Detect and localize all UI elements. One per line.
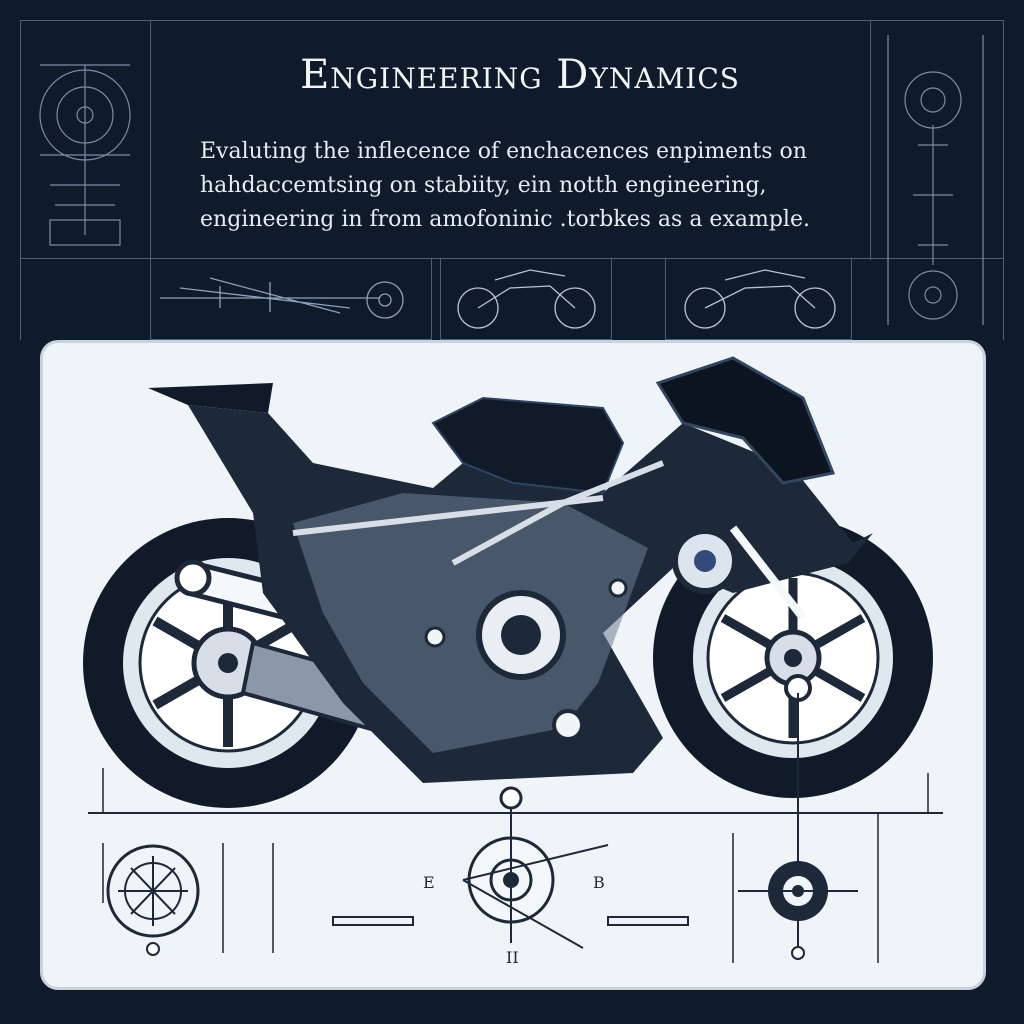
thumb-bike-2 xyxy=(665,258,852,340)
schematic-mark-right: B xyxy=(593,873,605,892)
right-sketch-panel xyxy=(887,35,984,325)
schematic-mark-left: E xyxy=(423,873,435,892)
motorcycle-diagram: E B II xyxy=(83,356,943,967)
intro-text: Evaluting the inflecence of enchacences … xyxy=(200,135,840,237)
frame-left-line xyxy=(20,20,21,340)
intro-line-1: Evaluting the inflecence of enchacences … xyxy=(200,139,807,164)
rear-wheel xyxy=(83,518,373,808)
intro-line-3: engineering in from amofoninic .torbkes … xyxy=(200,207,810,232)
schematic-right xyxy=(732,693,879,963)
frame-right-line xyxy=(1003,20,1004,340)
thumb-frame-side xyxy=(150,258,432,340)
page-title: Engineering Dynamics xyxy=(300,52,740,98)
thumb-bike-1 xyxy=(440,258,612,340)
motorcycle-diagram-panel: E B II xyxy=(40,340,986,990)
schematic-left xyxy=(102,843,274,956)
left-sketch-panel xyxy=(39,64,131,246)
schematic-mark-bottom: II xyxy=(506,948,519,967)
thumb-bike-1-sketch xyxy=(457,269,596,329)
thumb-frame-side-sketch xyxy=(160,277,404,319)
thumb-bike-2-sketch xyxy=(684,269,836,329)
ground-line xyxy=(88,768,943,814)
intro-line-2: hahdaccemtsing on stabiity, ein notth en… xyxy=(200,173,767,198)
schematic-center: E B II xyxy=(332,786,689,967)
frame-title-left-line xyxy=(150,20,151,260)
frame-title-right-line xyxy=(870,20,871,260)
front-wheel xyxy=(653,518,933,798)
motorcycle-body xyxy=(148,356,873,783)
frame-top-line xyxy=(20,20,1004,21)
